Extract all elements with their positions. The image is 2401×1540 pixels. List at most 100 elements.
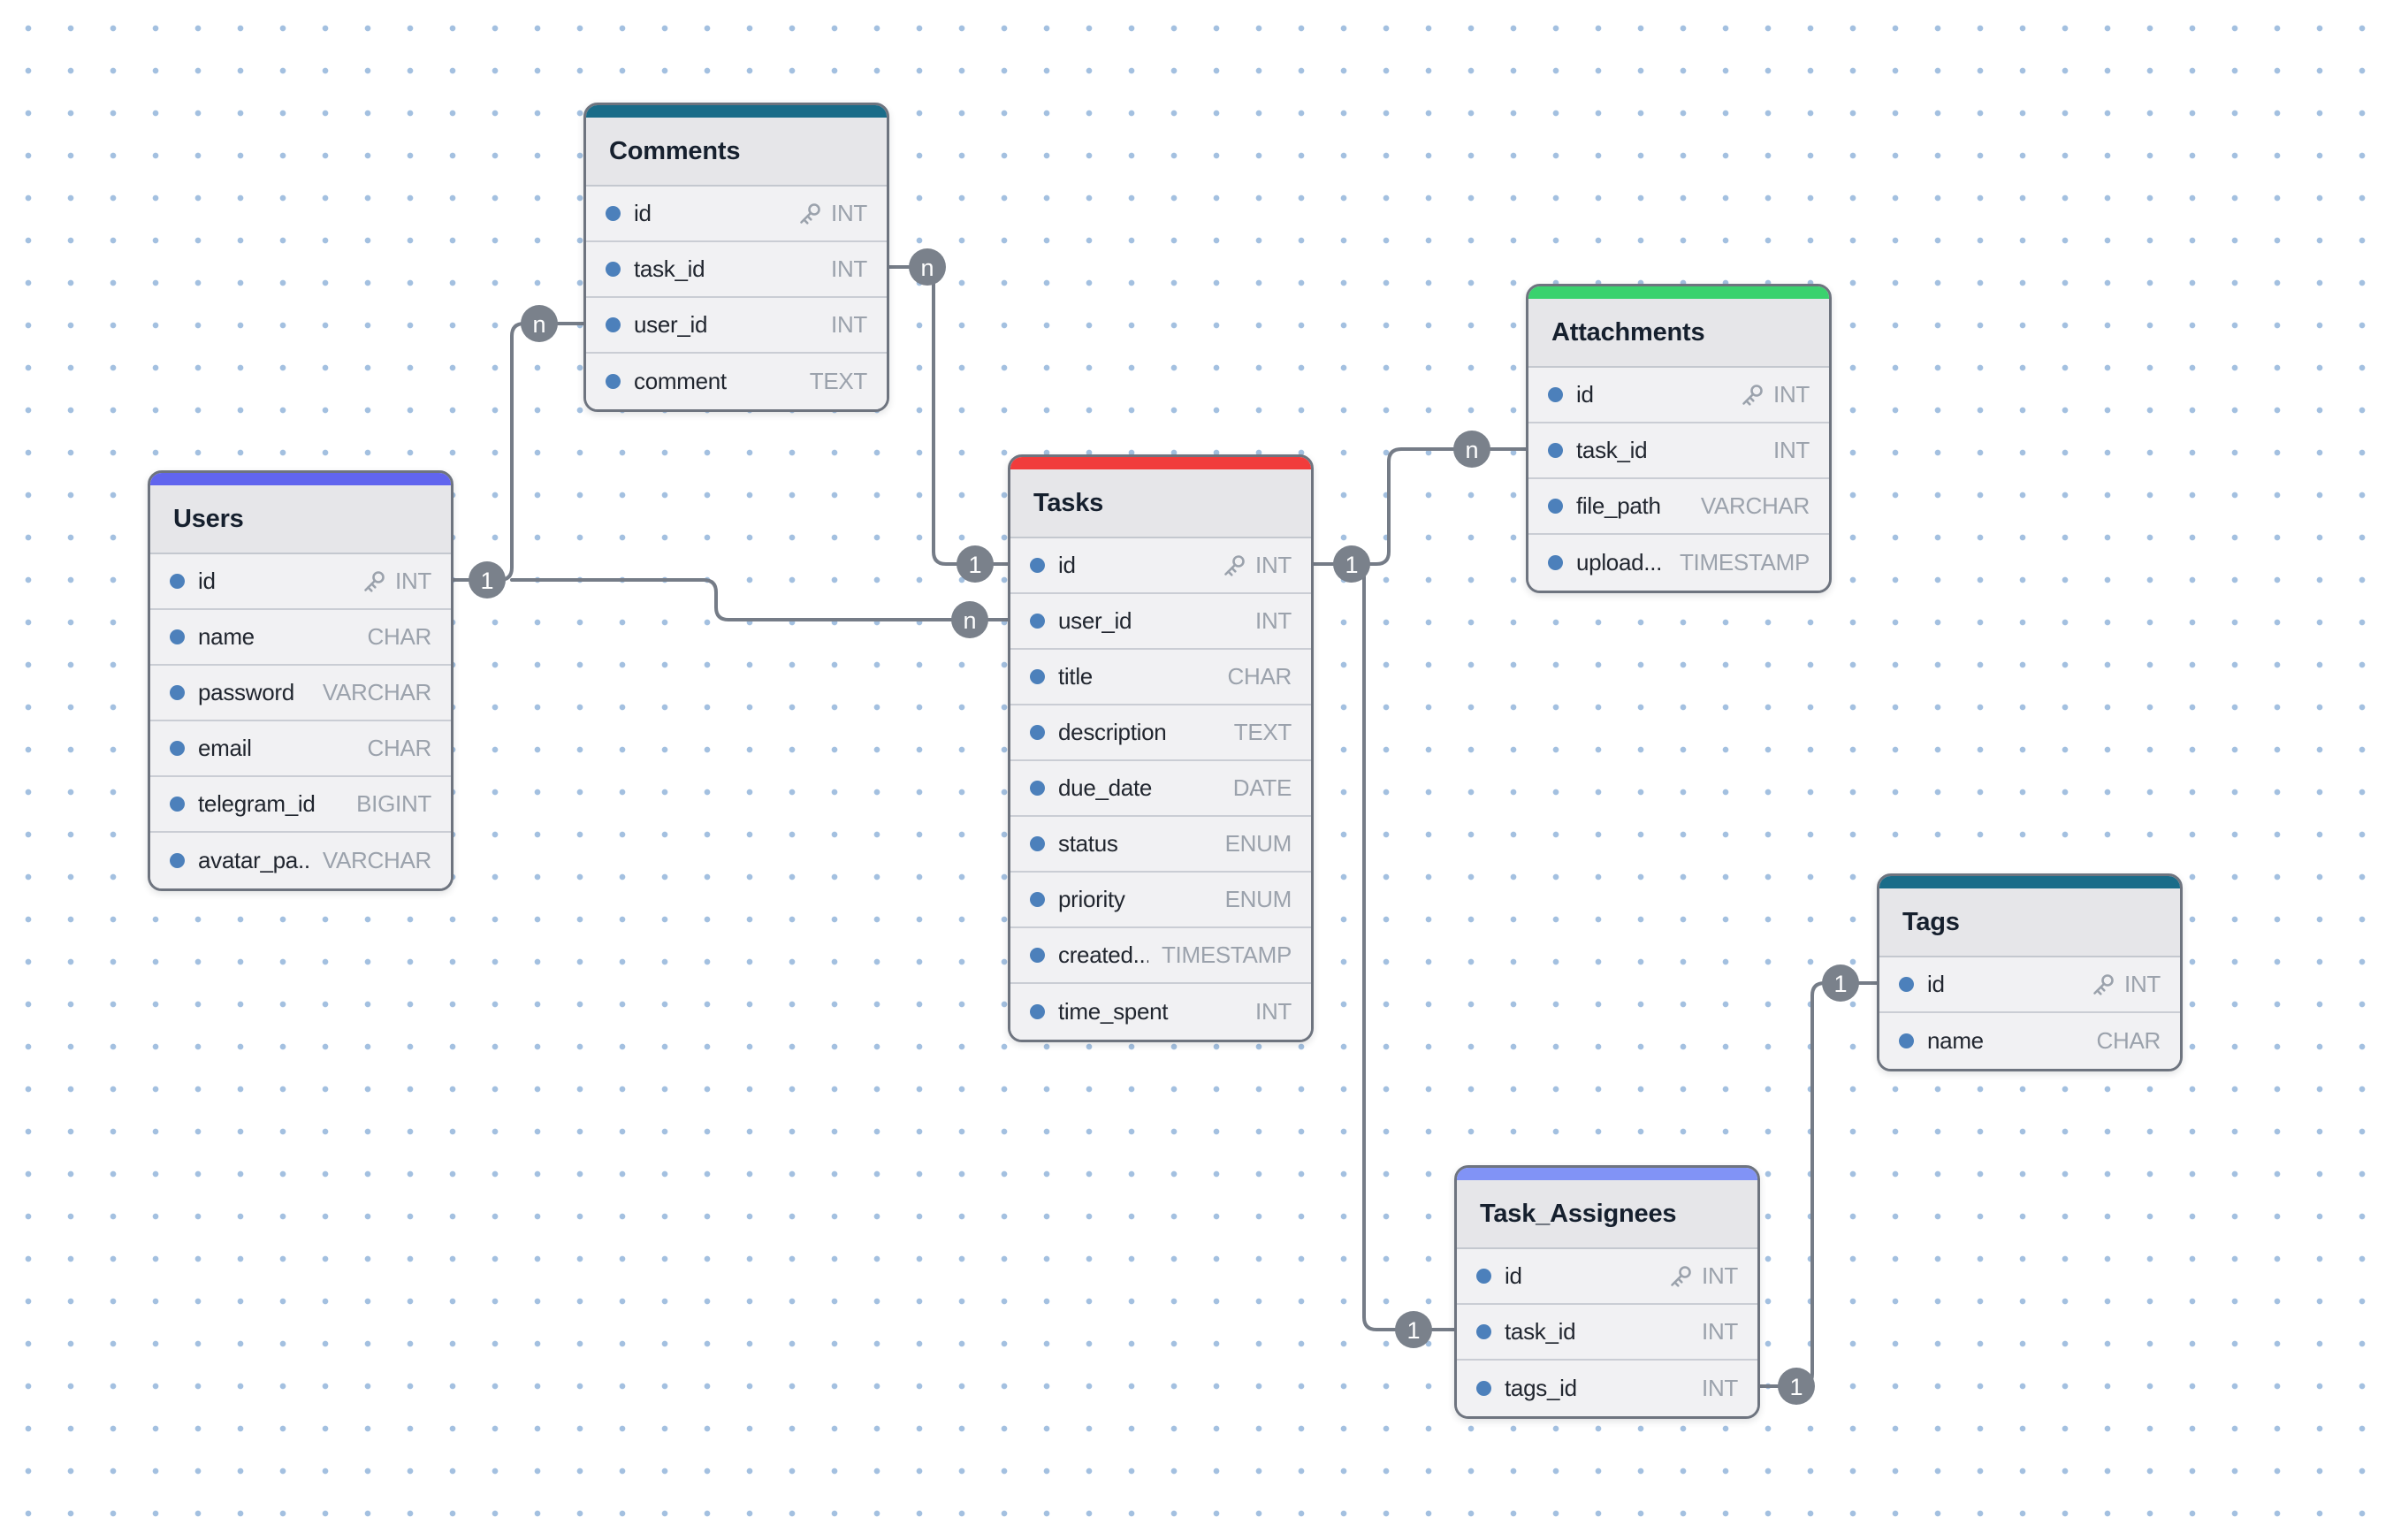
field-type: TEXT	[1233, 719, 1292, 745]
cardinality-badge: 1	[1822, 964, 1859, 1002]
field-dot-icon	[1030, 948, 1045, 963]
svg-text:1: 1	[1833, 971, 1847, 997]
field-type: TIMESTAMP	[1679, 549, 1810, 576]
relationship-line-tasks-attachments[interactable]	[1312, 447, 1528, 566]
field-row-users-id[interactable]: id INT	[150, 554, 451, 610]
cardinality-badge: n	[909, 248, 946, 286]
table-users[interactable]: Users id INT name CHAR password VARCHAR …	[148, 470, 454, 891]
field-row-users-name[interactable]: name CHAR	[150, 610, 451, 666]
table-title: Users	[150, 485, 451, 554]
field-dot-icon	[1548, 443, 1563, 458]
relationship-line-tasks-comments[interactable]	[888, 265, 1010, 566]
field-name: task_id	[1576, 437, 1648, 463]
field-row-comments-task-id[interactable]: task_id INT	[586, 242, 887, 298]
field-dot-icon	[1548, 387, 1563, 402]
primary-key-icon	[1224, 554, 1245, 576]
field-type: CHAR	[2096, 1027, 2161, 1054]
primary-key-icon	[1742, 384, 1763, 406]
field-name: user_id	[634, 311, 708, 338]
cardinality-badge: 1	[1333, 545, 1370, 583]
field-name: comment	[634, 368, 727, 394]
field-type: INT	[2090, 971, 2161, 998]
field-dot-icon	[1030, 836, 1045, 851]
table-title: Attachments	[1528, 299, 1829, 368]
field-row-tasks-priority[interactable]: priority ENUM	[1010, 873, 1311, 928]
relationship-line-users-tasks[interactable]	[510, 578, 1010, 621]
relationship-line-tasks-task-assignees[interactable]	[1312, 562, 1456, 1331]
field-row-comments-comment[interactable]: comment TEXT	[586, 354, 887, 409]
cardinality-badge: 1	[469, 561, 506, 598]
field-type: INT	[1702, 1375, 1738, 1401]
field-name: id	[1576, 381, 1594, 408]
svg-text:n: n	[963, 607, 976, 634]
field-row-attachments-task-id[interactable]: task_id INT	[1528, 423, 1829, 479]
field-dot-icon	[1548, 555, 1563, 570]
field-dot-icon	[1030, 669, 1045, 684]
field-row-task-assignees-tags-id[interactable]: tags_id INT	[1457, 1361, 1757, 1416]
svg-text:1: 1	[1789, 1374, 1803, 1400]
field-dot-icon	[1030, 558, 1045, 573]
field-row-tasks-user-id[interactable]: user_id INT	[1010, 594, 1311, 650]
field-dot-icon	[1476, 1324, 1491, 1339]
field-row-tasks-title[interactable]: title CHAR	[1010, 650, 1311, 705]
field-name: id	[1927, 971, 1945, 997]
field-name: task_id	[634, 255, 705, 282]
field-row-users-password[interactable]: password VARCHAR	[150, 666, 451, 721]
field-type: BIGINT	[356, 790, 431, 817]
field-row-tasks-created-at[interactable]: created... TIMESTAMP	[1010, 928, 1311, 984]
svg-text:n: n	[920, 255, 934, 281]
field-name: description	[1058, 719, 1167, 745]
table-tags[interactable]: Tags id INT name CHAR	[1877, 873, 2183, 1071]
field-row-tasks-id[interactable]: id INT	[1010, 538, 1311, 594]
field-name: id	[634, 200, 652, 226]
primary-key-icon	[1671, 1265, 1691, 1287]
cardinality-badge: n	[521, 305, 558, 342]
field-row-tasks-due-date[interactable]: due_date DATE	[1010, 761, 1311, 817]
primary-key-icon	[800, 202, 820, 225]
cardinality-badge: 1	[1395, 1311, 1432, 1348]
field-row-task-assignees-id[interactable]: id INT	[1457, 1249, 1757, 1305]
field-row-tags-name[interactable]: name CHAR	[1879, 1013, 2180, 1069]
field-dot-icon	[170, 685, 185, 700]
field-row-users-avatar-path[interactable]: avatar_pa... VARCHAR	[150, 833, 451, 888]
field-row-task-assignees-task-id[interactable]: task_id INT	[1457, 1305, 1757, 1361]
cardinality-badge: 1	[957, 545, 994, 583]
table-tasks[interactable]: Tasks id INT user_id INT title CHAR desc…	[1008, 454, 1314, 1042]
svg-text:1: 1	[1345, 552, 1358, 578]
field-type: CHAR	[367, 623, 432, 650]
cardinality-badge: n	[951, 601, 988, 638]
field-row-users-email[interactable]: email CHAR	[150, 721, 451, 777]
field-type: TEXT	[809, 368, 868, 394]
field-row-users-telegram-id[interactable]: telegram_id BIGINT	[150, 777, 451, 833]
field-type: INT	[1739, 381, 1810, 408]
field-row-attachments-id[interactable]: id INT	[1528, 368, 1829, 423]
field-row-tasks-status[interactable]: status ENUM	[1010, 817, 1311, 873]
field-row-tasks-time-spent[interactable]: time_spent INT	[1010, 984, 1311, 1040]
field-row-comments-user-id[interactable]: user_id INT	[586, 298, 887, 354]
field-row-comments-id[interactable]: id INT	[586, 187, 887, 242]
field-dot-icon	[1548, 499, 1563, 514]
field-row-attachments-file-path[interactable]: file_path VARCHAR	[1528, 479, 1829, 535]
field-name: task_id	[1505, 1318, 1576, 1345]
field-dot-icon	[1030, 614, 1045, 629]
table-title: Tags	[1879, 888, 2180, 957]
field-type: CHAR	[1227, 663, 1292, 690]
field-name: id	[1058, 552, 1076, 578]
relationship-line-tags-task-assignees[interactable]	[1758, 981, 1879, 1388]
field-type: VARCHAR	[322, 679, 431, 705]
field-row-tags-id[interactable]: id INT	[1879, 957, 2180, 1013]
field-name: avatar_pa...	[198, 847, 309, 873]
table-attachments[interactable]: Attachments id INT task_id INT file_path…	[1526, 284, 1832, 593]
table-comments[interactable]: Comments id INT task_id INT user_id INT …	[583, 103, 889, 412]
relationship-line-users-comments[interactable]	[452, 322, 585, 582]
field-name: time_spent	[1058, 998, 1169, 1025]
field-row-attachments-uploaded[interactable]: upload... TIMESTAMP	[1528, 535, 1829, 591]
svg-text:1: 1	[480, 568, 493, 594]
field-dot-icon	[1476, 1269, 1491, 1284]
field-name: priority	[1058, 886, 1125, 912]
field-row-tasks-description[interactable]: description TEXT	[1010, 705, 1311, 761]
field-name: created...	[1058, 942, 1148, 968]
field-dot-icon	[1899, 977, 1914, 992]
table-task-assignees[interactable]: Task_Assignees id INT task_id INT tags_i…	[1454, 1165, 1760, 1419]
